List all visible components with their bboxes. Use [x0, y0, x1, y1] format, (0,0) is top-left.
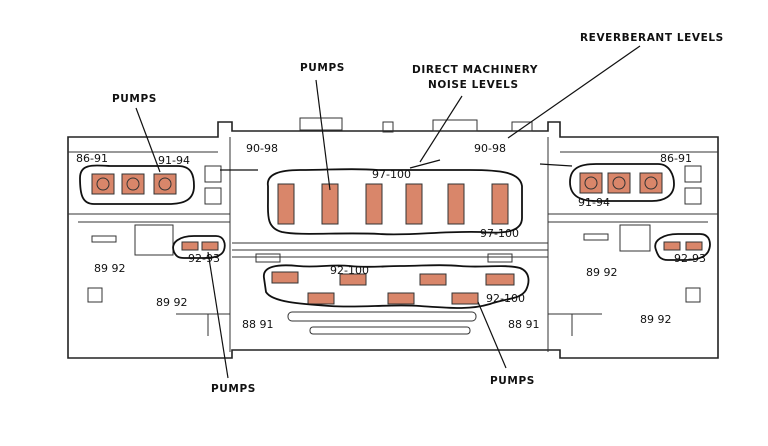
level-right-86-91: 86-91	[660, 152, 692, 165]
pumps-right-small	[663, 241, 703, 251]
label-pumps-bottom-right: PUMPS	[490, 375, 535, 387]
level-center-92-100-bottom: 92-100	[486, 292, 525, 305]
level-center-92-100-top: 92-100	[330, 264, 369, 277]
level-right-91-94: 91-94	[578, 196, 610, 209]
label-pumps-left-top: PUMPS	[112, 93, 157, 105]
level-left-89-92-b: 89 92	[156, 296, 188, 309]
main-engines	[277, 183, 509, 225]
pumps-right-upper	[579, 172, 663, 194]
level-right-89-92-b: 89 92	[640, 313, 672, 326]
pumps-left-upper	[91, 173, 177, 195]
noise-contours	[79, 163, 711, 309]
level-left-88-91: 88 91	[242, 318, 274, 331]
level-right-88-91: 88 91	[508, 318, 540, 331]
level-left-92-93: 92-93	[188, 252, 220, 265]
level-right-92-93: 92-93	[674, 252, 706, 265]
pumps-left-small	[181, 241, 219, 251]
level-center-97-100-top: 97-100	[372, 168, 411, 181]
pumps-center-lower	[271, 271, 515, 305]
level-left-89-92-a: 89 92	[94, 262, 126, 275]
level-center-90-98-left: 90-98	[246, 142, 278, 155]
label-direct-line2: NOISE LEVELS	[428, 79, 519, 91]
level-left-91-94: 91-94	[158, 154, 190, 167]
label-pumps-bottom-left: PUMPS	[211, 383, 256, 395]
hull-outline	[67, 117, 719, 359]
level-left-86-91: 86-91	[76, 152, 108, 165]
level-right-89-92-a: 89 92	[586, 266, 618, 279]
noise-level-values: 86-91 91-94 92-93 89 92 89 92 88 91 90-9…	[76, 142, 706, 331]
annotation-labels: PUMPS PUMPS DIRECT MACHINERY NOISE LEVEL…	[112, 32, 724, 395]
label-direct-line1: DIRECT MACHINERY	[412, 64, 538, 76]
label-reverberant: REVERBERANT LEVELS	[580, 32, 724, 44]
level-center-97-100-bottom: 97-100	[480, 227, 519, 240]
leader-lines	[135, 45, 641, 379]
label-pumps-top: PUMPS	[300, 62, 345, 74]
level-center-90-98-right: 90-98	[474, 142, 506, 155]
